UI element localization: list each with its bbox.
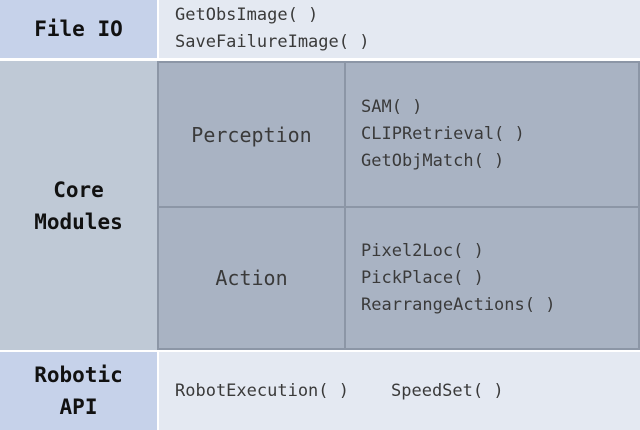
function-pixel2loc: Pixel2Loc( ): [361, 240, 484, 261]
perception-label-text: Perception: [191, 122, 312, 147]
file-io-label-text: File IO: [34, 17, 123, 41]
core-modules-body: Perception SAM( ) CLIPRetrieval( ) GetOb…: [157, 61, 640, 350]
function-robot-execution: RobotExecution( ): [175, 381, 349, 401]
function-get-obj-match: GetObjMatch( ): [361, 151, 505, 171]
robotic-api-label-line1: Robotic: [34, 363, 123, 387]
action-label-text: Action: [215, 266, 288, 290]
function-get-obs-image: GetObsImage( ): [175, 5, 319, 25]
function-pick-place: PickPlace( ): [361, 267, 484, 288]
perception-functions: SAM( ) CLIPRetrieval( ) GetObjMatch( ): [361, 63, 631, 206]
perception-label: Perception: [159, 63, 344, 206]
action-label: Action: [159, 208, 344, 348]
core-vertical-divider: [344, 63, 346, 348]
function-sam: SAM( ): [361, 97, 423, 117]
core-modules-label: Core Modules: [0, 61, 157, 350]
robotic-api-label: Robotic API: [0, 352, 157, 430]
file-io-label: File IO: [0, 0, 157, 58]
core-modules-label-line2: Modules: [34, 209, 123, 234]
function-save-failure-image: SaveFailureImage( ): [175, 32, 370, 52]
robotic-api-functions: RobotExecution( ) SpeedSet( ): [159, 352, 640, 430]
robotic-api-label-line2: API: [59, 395, 98, 419]
core-modules-label-line1: Core: [53, 177, 104, 202]
action-functions: Pixel2Loc( ) PickPlace( ) RearrangeActio…: [361, 208, 631, 348]
function-clip-retrieval: CLIPRetrieval( ): [361, 124, 525, 144]
function-rearrange-actions: RearrangeActions( ): [361, 294, 556, 315]
function-speed-set: SpeedSet( ): [391, 381, 504, 401]
core-horizontal-divider: [159, 206, 638, 208]
file-io-functions: GetObsImage( ) SaveFailureImage( ): [159, 0, 640, 58]
